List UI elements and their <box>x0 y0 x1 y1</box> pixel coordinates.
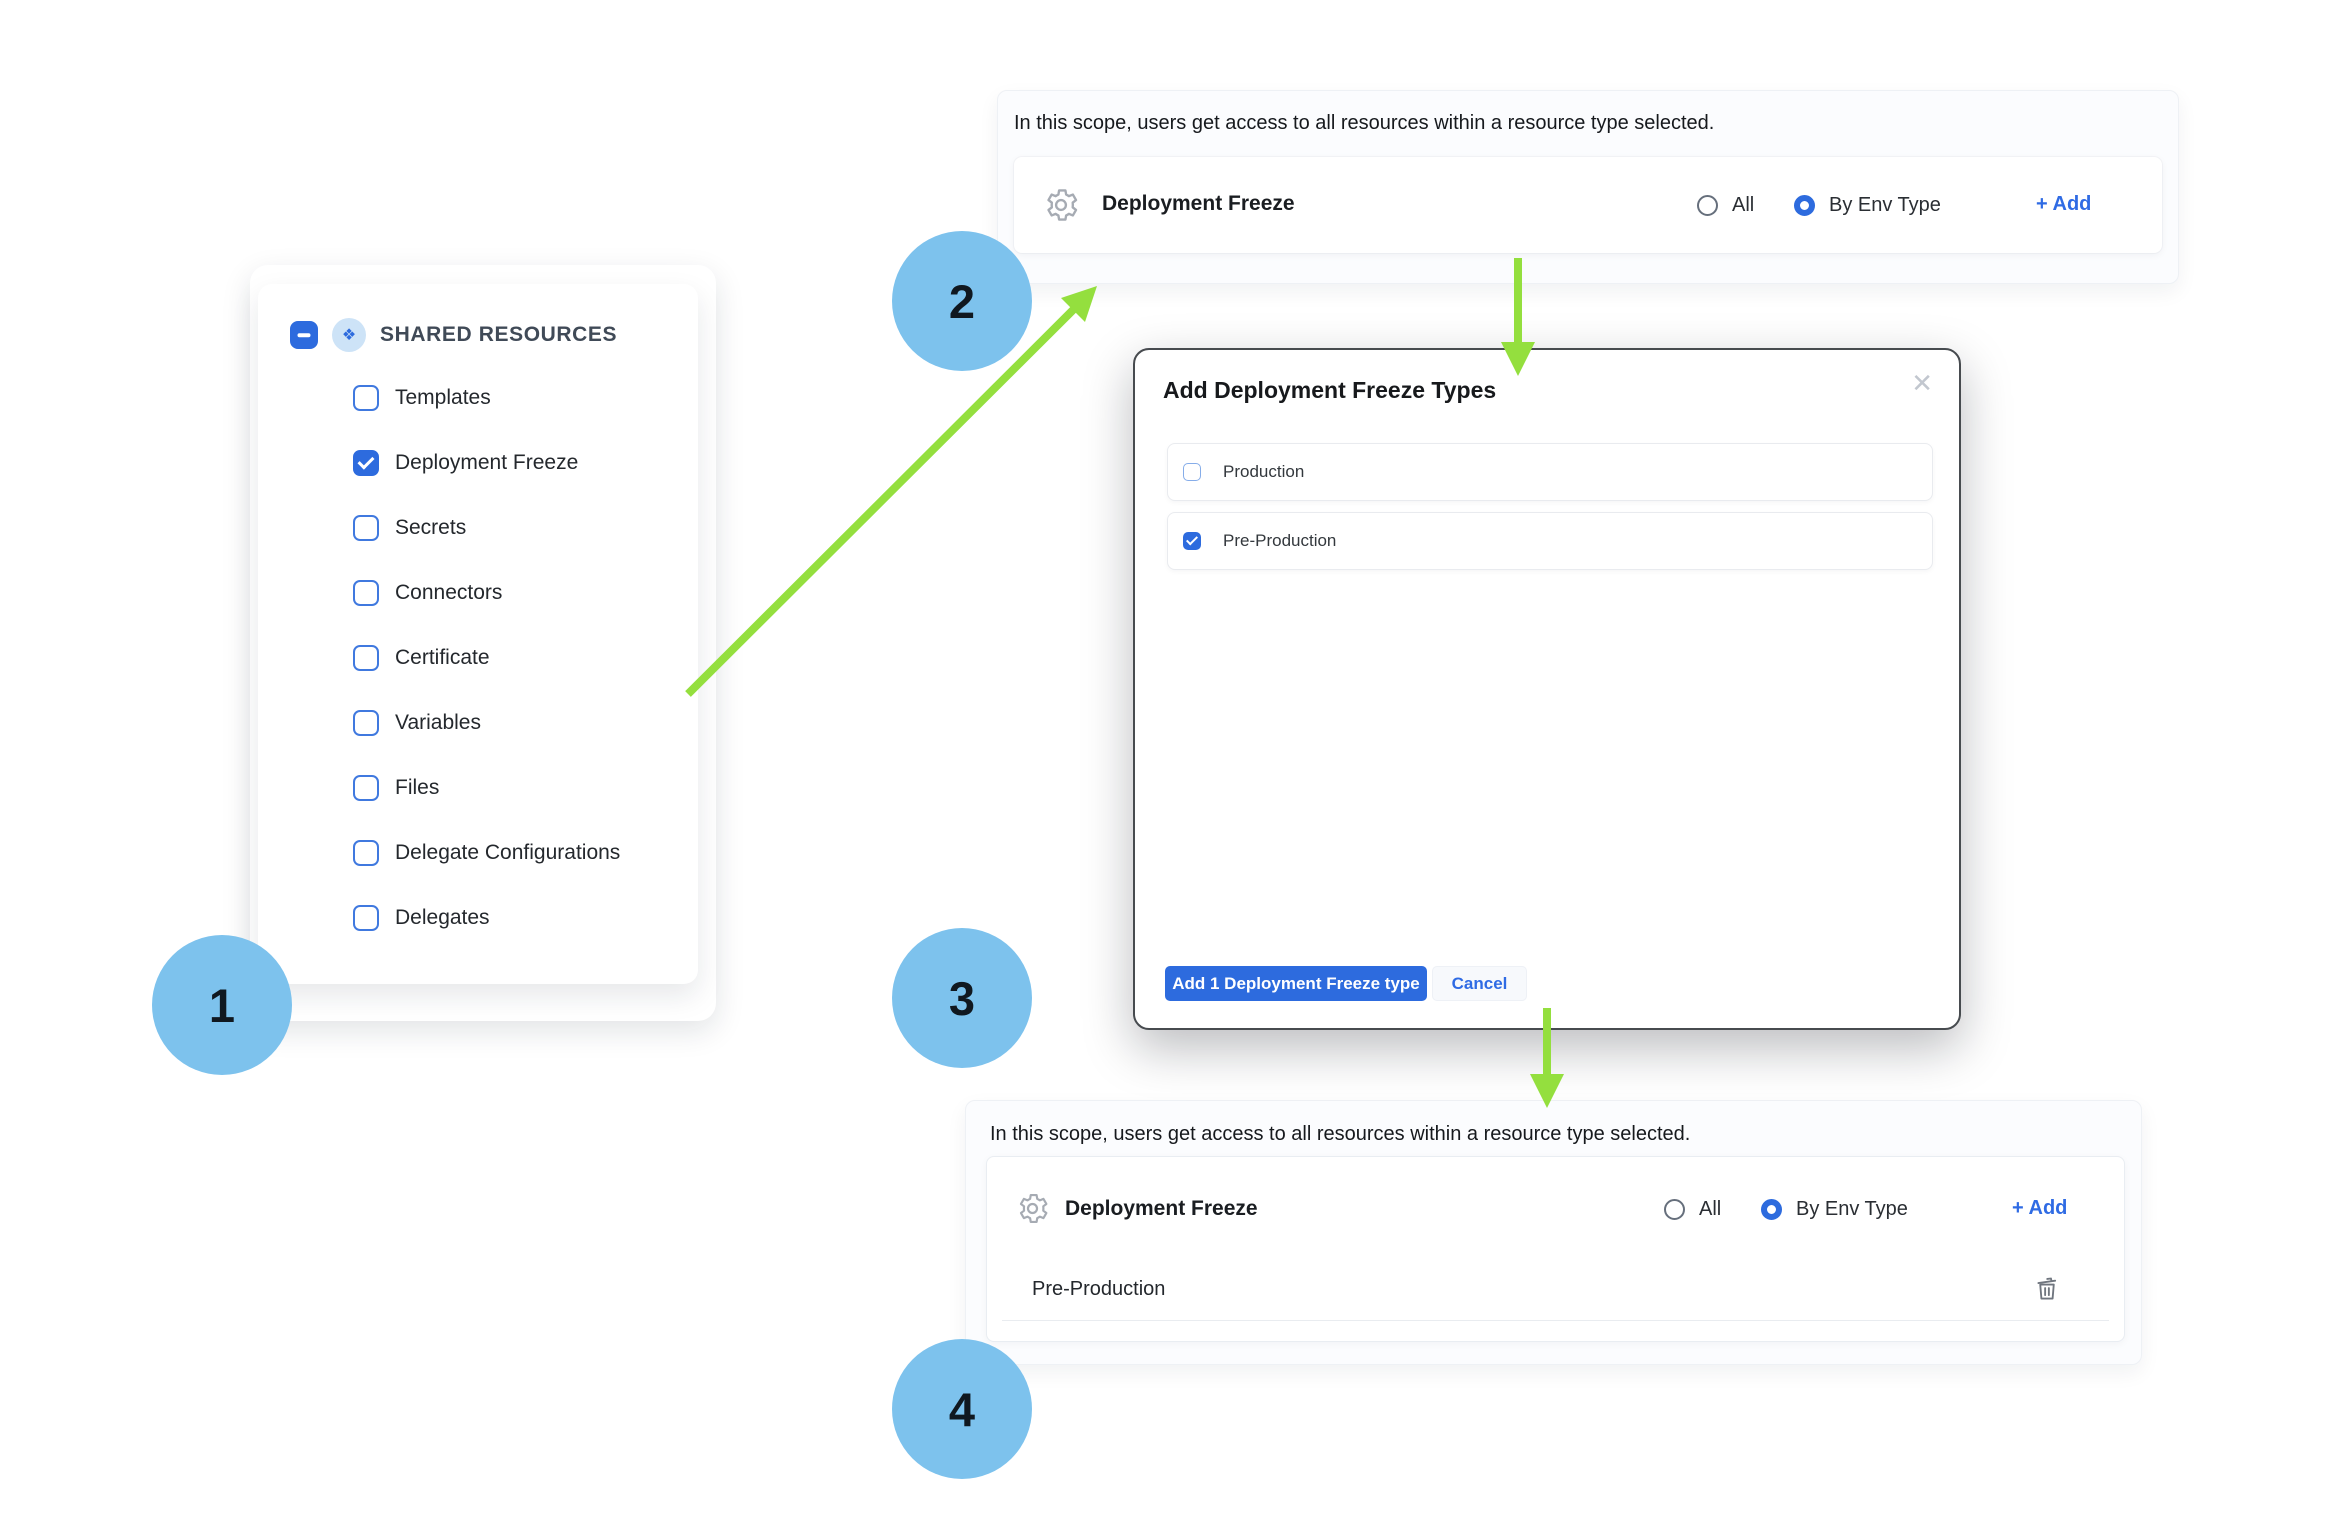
resource-item-label: Files <box>395 776 440 799</box>
scope-panel-result: In this scope, users get access to all r… <box>965 1100 2142 1365</box>
scope-description: In this scope, users get access to all r… <box>990 1123 1691 1145</box>
resource-item-label: Secrets <box>395 516 467 539</box>
gear-icon <box>1019 1193 1048 1224</box>
step-circle-2: 2 <box>892 231 1032 371</box>
checkbox-files[interactable] <box>353 775 379 801</box>
step-circle-3: 3 <box>892 928 1032 1068</box>
shared-resources-checkbox[interactable] <box>290 321 318 349</box>
checkbox-deployment-freeze[interactable] <box>353 450 379 476</box>
checkbox-certificate[interactable] <box>353 645 379 671</box>
add-button[interactable]: + Add <box>2012 1197 2068 1219</box>
checkbox-pre-production[interactable] <box>1183 532 1201 550</box>
add-button[interactable]: + Add <box>2036 193 2092 215</box>
radio-by-env-type[interactable] <box>1794 195 1815 216</box>
resource-item-deployment-freeze: Deployment Freeze <box>353 449 578 477</box>
selected-env-label: Pre-Production <box>1032 1278 1166 1300</box>
scope-description: In this scope, users get access to all r… <box>1014 112 1715 134</box>
resource-type-label: Deployment Freeze <box>1102 192 1295 215</box>
shared-resources-panel: ❖ SHARED RESOURCES Templates Deployment … <box>258 284 698 984</box>
resources-icon: ❖ <box>332 318 366 352</box>
deployment-freeze-row: Deployment Freeze All By Env Type + Add <box>1014 157 2162 253</box>
add-deployment-freeze-modal: Add Deployment Freeze Types ✕ Production… <box>1133 348 1961 1030</box>
step-number: 1 <box>208 978 236 1032</box>
resource-item-certificate: Certificate <box>353 644 490 672</box>
close-icon[interactable]: ✕ <box>1911 368 1933 398</box>
resource-item-label: Certificate <box>395 646 490 669</box>
resource-item-label: Delegates <box>395 906 490 929</box>
step-number: 3 <box>948 971 976 1025</box>
checkbox-delegates[interactable] <box>353 905 379 931</box>
checkbox-templates[interactable] <box>353 385 379 411</box>
resource-item-variables: Variables <box>353 709 481 737</box>
modal-item-label: Production <box>1223 462 1305 481</box>
shared-resources-title: SHARED RESOURCES <box>380 323 618 346</box>
arrow-step1-to-step2 <box>685 286 1097 697</box>
radio-all[interactable] <box>1697 195 1718 216</box>
resource-item-label: Variables <box>395 711 481 734</box>
radio-all[interactable] <box>1664 1199 1685 1220</box>
modal-title: Add Deployment Freeze Types <box>1163 377 1497 403</box>
trash-icon[interactable] <box>2033 1275 2061 1303</box>
confirm-add-button[interactable]: Add 1 Deployment Freeze type <box>1165 966 1427 1001</box>
resource-type-label: Deployment Freeze <box>1065 1197 1258 1220</box>
checkbox-variables[interactable] <box>353 710 379 736</box>
resource-item-label: Delegate Configurations <box>395 841 621 864</box>
resource-item-secrets: Secrets <box>353 514 466 542</box>
radio-all-label[interactable]: All <box>1699 1198 1722 1220</box>
shared-resources-header: ❖ SHARED RESOURCES <box>290 318 617 352</box>
checkbox-secrets[interactable] <box>353 515 379 541</box>
resource-item-templates: Templates <box>353 384 491 412</box>
step-number: 2 <box>948 274 976 328</box>
resource-item-delegates: Delegates <box>353 904 490 932</box>
resource-item-delegate-configurations: Delegate Configurations <box>353 839 620 867</box>
cancel-button[interactable]: Cancel <box>1432 966 1527 1001</box>
resource-item-label: Templates <box>395 386 491 409</box>
divider <box>1002 1320 2109 1321</box>
radio-by-env-type-label[interactable]: By Env Type <box>1829 194 1941 216</box>
checkbox-connectors[interactable] <box>353 580 379 606</box>
resource-item-files: Files <box>353 774 439 802</box>
modal-row-pre-production: Pre-Production <box>1167 512 1933 570</box>
checkbox-production[interactable] <box>1183 463 1201 481</box>
resource-item-label: Deployment Freeze <box>395 451 579 474</box>
scope-panel-initial: In this scope, users get access to all r… <box>997 90 2179 284</box>
modal-row-production: Production <box>1167 443 1933 501</box>
step-circle-1: 1 <box>152 935 292 1075</box>
radio-by-env-type-label[interactable]: By Env Type <box>1796 1198 1908 1220</box>
modal-item-label: Pre-Production <box>1223 531 1337 550</box>
step-number: 4 <box>948 1382 976 1436</box>
resource-item-connectors: Connectors <box>353 579 502 607</box>
gear-icon <box>1047 189 1078 221</box>
deployment-freeze-card: Deployment Freeze All By Env Type + Add … <box>986 1156 2125 1342</box>
resource-item-label: Connectors <box>395 581 503 604</box>
checkbox-delegate-configurations[interactable] <box>353 840 379 866</box>
step-circle-4: 4 <box>892 1339 1032 1479</box>
radio-by-env-type[interactable] <box>1761 1199 1782 1220</box>
radio-all-label[interactable]: All <box>1732 194 1755 216</box>
